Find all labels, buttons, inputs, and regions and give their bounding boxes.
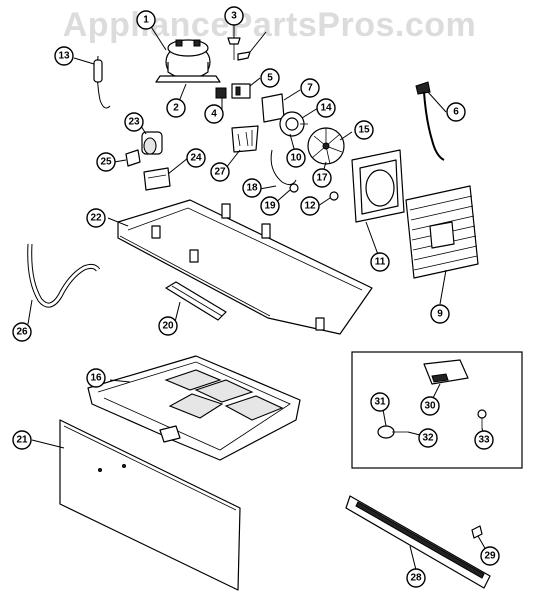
callout-label: 22 <box>90 213 102 224</box>
callout-label: 18 <box>246 183 258 194</box>
callout-label: 11 <box>375 257 386 268</box>
callout-23: 23 <box>124 112 144 132</box>
drain-bracket-part-27[interactable] <box>231 125 259 153</box>
callout-25: 25 <box>96 152 116 172</box>
callout-27: 27 <box>210 162 230 182</box>
callout-16: 16 <box>86 368 106 388</box>
callout-label: 9 <box>437 309 443 320</box>
callout-28: 28 <box>406 568 426 588</box>
callout-22: 22 <box>86 208 106 228</box>
callout-label: 17 <box>316 173 328 184</box>
fan-blade[interactable] <box>307 127 345 165</box>
callout-label: 7 <box>307 83 313 94</box>
grille[interactable] <box>345 495 491 589</box>
compressor[interactable] <box>155 39 221 83</box>
callout-label: 2 <box>173 103 179 114</box>
callout-label: 30 <box>424 401 436 412</box>
capacitor[interactable] <box>141 131 163 155</box>
callout-13: 13 <box>54 46 74 66</box>
callout-label: 21 <box>16 435 28 446</box>
callout-9: 9 <box>430 304 450 324</box>
callout-label: 32 <box>422 433 434 444</box>
drain-hose[interactable] <box>27 243 101 308</box>
callout-label: 10 <box>290 153 302 164</box>
fan-shroud[interactable] <box>351 149 405 223</box>
callout-30: 30 <box>420 396 440 416</box>
callout-4: 4 <box>204 104 224 124</box>
callout-label: 12 <box>304 201 316 212</box>
callout-24: 24 <box>186 148 206 168</box>
callout-label: 1 <box>143 15 149 26</box>
thermistor-part-31[interactable] <box>377 425 408 439</box>
callout-label: 5 <box>267 73 273 84</box>
terminal-block[interactable] <box>143 167 171 191</box>
callout-6: 6 <box>446 102 466 122</box>
relay-part-4[interactable] <box>215 87 227 99</box>
callout-label: 31 <box>374 397 386 408</box>
channel-part-20[interactable] <box>165 281 227 321</box>
callout-label: 4 <box>211 109 217 120</box>
base-plate[interactable] <box>117 199 373 335</box>
callout-label: 26 <box>16 327 28 338</box>
callout-label: 14 <box>320 103 332 114</box>
callout-12: 12 <box>300 196 320 216</box>
callout-7: 7 <box>300 78 320 98</box>
fan-motor[interactable] <box>279 111 308 137</box>
callout-5: 5 <box>260 68 280 88</box>
overload-part-5[interactable] <box>231 83 251 99</box>
callout-1: 1 <box>136 10 156 30</box>
callout-21: 21 <box>12 430 32 450</box>
callout-10: 10 <box>286 148 306 168</box>
grommet-part-19[interactable] <box>289 183 299 193</box>
drain-pan[interactable] <box>87 355 301 461</box>
screw-part-12[interactable] <box>329 191 339 201</box>
callout-label: 16 <box>90 373 102 384</box>
callout-19: 19 <box>260 196 280 216</box>
bolt-part-3[interactable] <box>227 37 251 61</box>
callout-2: 2 <box>166 98 186 118</box>
callout-18: 18 <box>242 178 262 198</box>
control-module-part-30[interactable] <box>423 359 469 385</box>
callout-14: 14 <box>316 98 336 118</box>
callout-15: 15 <box>354 120 374 140</box>
callout-label: 20 <box>162 321 174 332</box>
callout-29: 29 <box>480 546 500 566</box>
screw-part-33[interactable] <box>477 409 487 428</box>
callout-label: 19 <box>264 201 276 212</box>
callout-3: 3 <box>224 6 244 26</box>
callout-11: 11 <box>370 252 390 272</box>
fan-bracket-part-7[interactable] <box>261 93 285 123</box>
callout-label: 24 <box>190 153 202 164</box>
fan-bracket-part-18[interactable] <box>270 149 297 186</box>
callout-label: 6 <box>453 107 459 118</box>
defrost-tube[interactable] <box>415 81 445 161</box>
callout-label: 23 <box>128 117 140 128</box>
callout-31: 31 <box>370 392 390 412</box>
callout-label: 25 <box>100 157 112 168</box>
condenser-coil[interactable] <box>405 185 479 279</box>
callout-label: 3 <box>231 11 237 22</box>
callout-32: 32 <box>418 428 438 448</box>
callout-label: 13 <box>58 51 70 62</box>
front-panel[interactable] <box>59 419 241 591</box>
callout-26: 26 <box>12 322 32 342</box>
callout-label: 15 <box>358 125 370 136</box>
callout-20: 20 <box>158 316 178 336</box>
clip-part-29[interactable] <box>471 525 483 539</box>
capacitor-bracket[interactable] <box>125 149 141 167</box>
callout-label: 33 <box>478 435 490 446</box>
callout-17: 17 <box>312 168 332 188</box>
callout-label: 28 <box>410 573 422 584</box>
callout-label: 29 <box>484 551 496 562</box>
callout-33: 33 <box>474 430 494 450</box>
drier-tube[interactable] <box>93 55 111 109</box>
callout-label: 27 <box>214 167 226 178</box>
